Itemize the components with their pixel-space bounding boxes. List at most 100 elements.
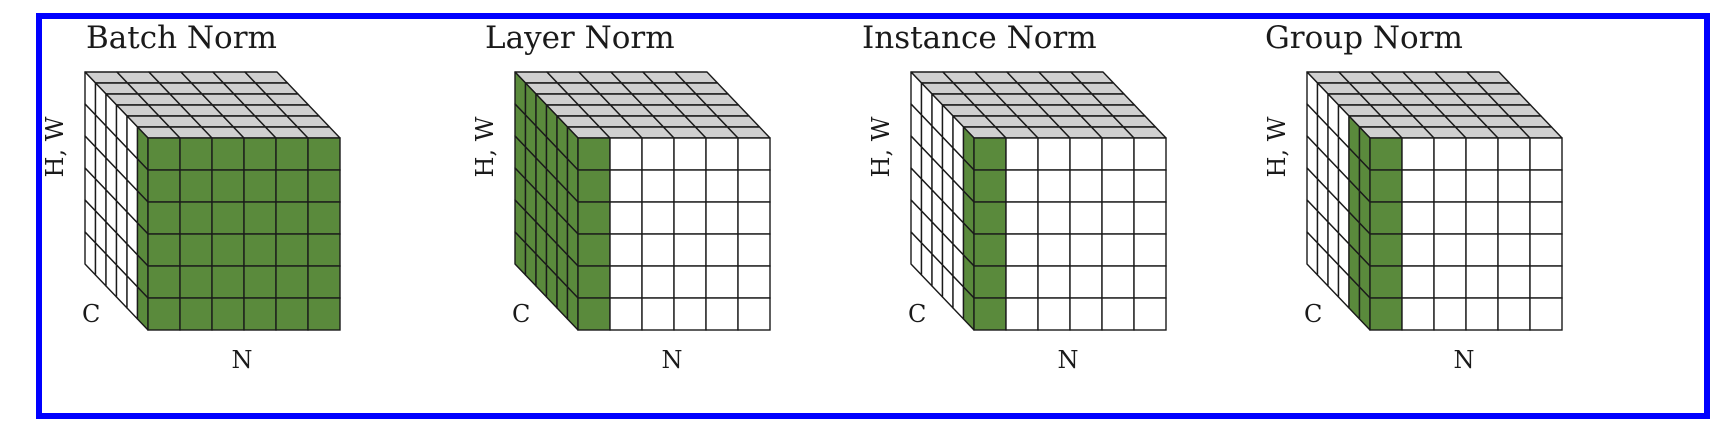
front-cell: [1433, 297, 1467, 331]
front-cell: [641, 137, 675, 171]
front-cell: [1497, 169, 1531, 203]
front-cell: [1497, 233, 1531, 267]
front-cell: [1529, 233, 1563, 267]
front-cell: [1465, 265, 1499, 299]
front-cell: [243, 169, 277, 203]
front-cell: [973, 169, 1007, 203]
front-cell: [243, 137, 277, 171]
panel-title: Group Norm: [1265, 20, 1463, 56]
front-cell: [609, 137, 643, 171]
front-cell: [1037, 265, 1071, 299]
front-cell: [1005, 137, 1039, 171]
axis-label-n: N: [1058, 346, 1079, 374]
front-cell: [609, 233, 643, 267]
front-cell: [243, 201, 277, 235]
front-cell: [179, 233, 213, 267]
axis-label-n: N: [662, 346, 683, 374]
front-cell: [577, 201, 611, 235]
front-cell: [1005, 169, 1039, 203]
axis-label-c: C: [1304, 300, 1322, 328]
front-cell: [1005, 297, 1039, 331]
front-cell: [1465, 137, 1499, 171]
front-cell: [243, 297, 277, 331]
front-cell: [1101, 137, 1135, 171]
front-cell: [1037, 233, 1071, 267]
front-cell: [1101, 233, 1135, 267]
axis-label-c: C: [908, 300, 926, 328]
front-cell: [1433, 233, 1467, 267]
front-cell: [1465, 201, 1499, 235]
panel-title: Layer Norm: [485, 20, 675, 56]
front-cell: [147, 169, 181, 203]
front-cell: [577, 233, 611, 267]
front-cell: [211, 201, 245, 235]
front-cell: [1401, 137, 1435, 171]
front-cell: [673, 265, 707, 299]
front-cell: [705, 297, 739, 331]
axis-label-n: N: [1454, 346, 1475, 374]
front-cell: [641, 201, 675, 235]
front-cell: [147, 137, 181, 171]
front-cell: [1369, 297, 1403, 331]
front-cell: [1101, 265, 1135, 299]
front-cell: [1133, 201, 1167, 235]
front-cell: [1401, 233, 1435, 267]
front-cell: [1465, 233, 1499, 267]
front-cell: [737, 137, 771, 171]
axis-label-n: N: [232, 346, 253, 374]
front-cell: [609, 169, 643, 203]
front-cell: [307, 169, 341, 203]
front-cell: [211, 169, 245, 203]
front-cell: [609, 265, 643, 299]
front-cell: [1369, 137, 1403, 171]
front-cell: [1037, 201, 1071, 235]
front-cell: [1005, 201, 1039, 235]
front-cell: [147, 233, 181, 267]
front-cell: [673, 137, 707, 171]
front-cell: [147, 265, 181, 299]
front-cell: [641, 297, 675, 331]
front-cell: [243, 265, 277, 299]
front-cell: [1529, 169, 1563, 203]
front-cell: [1133, 297, 1167, 331]
front-cell: [705, 137, 739, 171]
front-cell: [673, 297, 707, 331]
front-cell: [307, 297, 341, 331]
front-cell: [1369, 265, 1403, 299]
front-cell: [1069, 265, 1103, 299]
front-cell: [1401, 265, 1435, 299]
front-cell: [609, 201, 643, 235]
front-cell: [1069, 137, 1103, 171]
front-cell: [1101, 169, 1135, 203]
front-cell: [1433, 137, 1467, 171]
front-cell: [1069, 297, 1103, 331]
front-cell: [673, 233, 707, 267]
front-cell: [179, 169, 213, 203]
front-cell: [211, 265, 245, 299]
front-cell: [1133, 265, 1167, 299]
front-cell: [307, 201, 341, 235]
front-cell: [275, 297, 309, 331]
front-cell: [641, 169, 675, 203]
front-cell: [973, 201, 1007, 235]
front-cell: [1133, 169, 1167, 203]
front-cell: [1101, 201, 1135, 235]
front-cell: [1133, 137, 1167, 171]
front-cell: [307, 265, 341, 299]
front-cell: [1069, 169, 1103, 203]
front-cell: [737, 297, 771, 331]
front-cell: [1433, 169, 1467, 203]
front-cell: [211, 137, 245, 171]
front-cell: [1465, 297, 1499, 331]
front-cell: [1433, 201, 1467, 235]
front-cell: [1401, 297, 1435, 331]
front-cell: [1101, 297, 1135, 331]
front-cell: [1069, 201, 1103, 235]
front-cell: [275, 233, 309, 267]
front-cell: [1005, 233, 1039, 267]
front-cell: [1037, 297, 1071, 331]
front-cell: [705, 201, 739, 235]
